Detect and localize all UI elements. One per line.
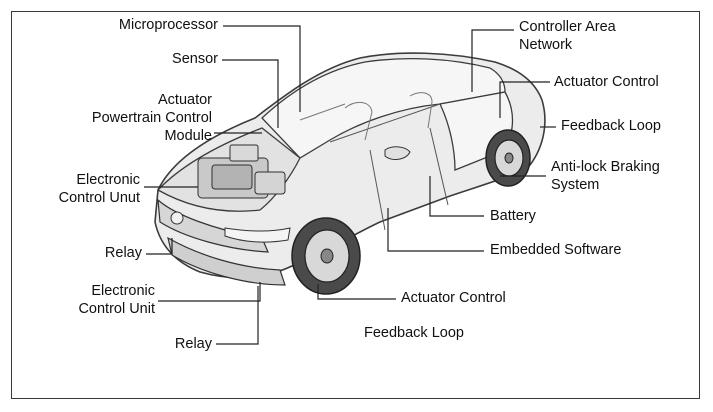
label-embedded-software: Embedded Software <box>490 242 622 258</box>
label-relay-lower: Relay <box>174 336 212 352</box>
label-relay-upper: Relay <box>104 245 142 261</box>
mirror <box>384 146 411 160</box>
label-ecu-left-line2: Control Unut <box>58 190 140 206</box>
rear-wheel <box>485 129 531 187</box>
label-feedback-loop-lower: Feedback Loop <box>364 325 464 341</box>
label-abs-line1: Anti-lock Braking <box>551 159 660 175</box>
front-wheel <box>291 217 361 295</box>
label-actuator-pcm-line3: Module <box>164 128 212 144</box>
engine-block <box>197 144 286 199</box>
label-actuator-control-lower: Actuator Control <box>401 290 506 306</box>
label-sensor: Sensor <box>172 51 218 67</box>
headlight <box>224 227 291 243</box>
label-battery: Battery <box>490 208 536 224</box>
label-feedback-loop-upper: Feedback Loop <box>561 118 661 134</box>
label-microprocessor: Microprocessor <box>118 17 218 33</box>
badge-icon <box>170 211 184 225</box>
label-ecu-left-line1: Electronic <box>76 172 140 188</box>
label-ecu-lower-line2: Control Unit <box>78 301 155 317</box>
label-can-line2: Network <box>519 37 573 53</box>
label-ecu-lower-line1: Electronic <box>91 283 155 299</box>
leader-lines <box>144 25 556 345</box>
label-can-line1: Controller Area <box>519 19 616 35</box>
label-abs-line2: System <box>551 177 600 193</box>
label-actuator-pcm-line1: Actuator <box>158 92 212 108</box>
label-actuator-pcm-line2: Powertrain Control <box>91 110 212 126</box>
label-actuator-control-upper: Actuator Control <box>554 74 659 90</box>
